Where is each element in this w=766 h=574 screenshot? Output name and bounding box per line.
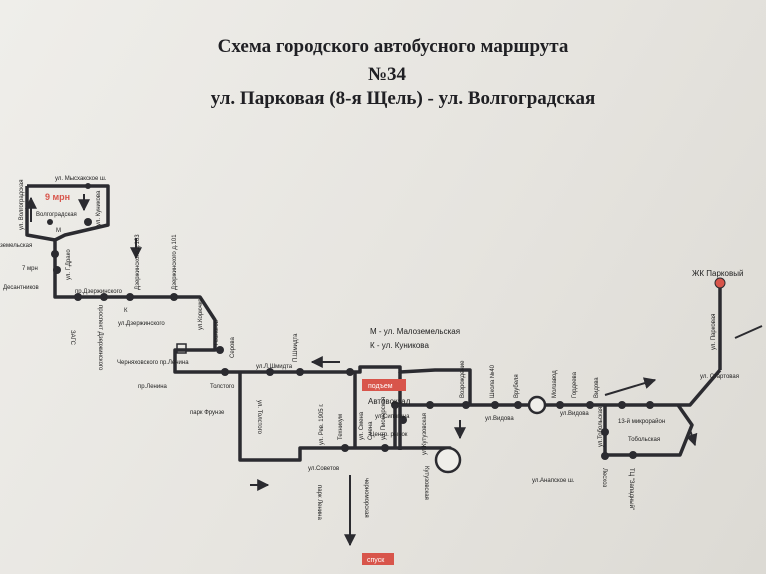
label-ul-tolstogo: ул. Толстого [256,400,262,435]
label-ul-sovetov: ул.Советов [308,466,339,472]
label-geolog: Геологов [214,320,220,345]
hub-circles [434,395,547,474]
label-7-mrn: 7 мрн [22,266,38,272]
label-cherny: Черняховского пр.Ленина [117,360,189,366]
label-pr-lenina: пр.Ленина [138,384,168,390]
direction-arrows [25,194,763,547]
label-ul-dzerzh: ул.Дзержинского [118,321,165,327]
label-k: К [124,308,128,314]
podem-box [362,379,406,391]
label-vidova: Видова [594,377,600,398]
label-zhk-parkovy: ЖК Парковый [692,269,743,278]
label-vozrozhdenie: Возрождение [460,360,466,398]
label-gordeeva: Гордеева [572,371,578,398]
map-title-line-1: Схема городского автобусного маршрута [217,36,569,57]
terminal-square [176,343,187,354]
label-smena: Смена [368,421,374,440]
stop-markers [47,183,654,460]
terminal-marker [714,277,726,289]
label-13-mkr: 13-й микрорайон [618,418,665,425]
label-tts-zapadny: ТЦ "Западный" [628,468,635,510]
legend-k: К - ул. Куникова [370,341,429,350]
podem-label: подъем [368,383,393,390]
label-mysxako: ул. Мысхакское ш. [55,176,107,182]
label-ul-anapskoe: ул.Анапское ш. [532,478,575,484]
label-9-mrn: 9 мрн [45,192,70,202]
label-tsentr-rynok: Центр. рынок [370,432,408,438]
label-gdrakon: ул. Г.Драко [66,249,72,280]
label-zemelskaya: земельская [0,243,32,249]
label-park-lenina: парк Ленина [316,485,322,520]
label-dzerzh-101: Дзержинского д.101 [172,234,178,290]
label-leskoz: Лесхоз [601,468,607,487]
label-rev-1905: ул. Рев. 1905 г. [319,403,325,445]
label-volgogradskaya-st: ул. Волгоградская [19,179,25,230]
label-vrubelya: Врубеля [514,374,520,398]
label-pr-dzerzh-1: пр.Дзержинского [75,289,123,295]
label-molzavod: Молзавод [552,370,558,398]
label-kutuzovskaya: Кутузовская [423,466,429,500]
label-prospekt-dzerzh: проспект Дзержинского [97,305,103,371]
label-zags: ЗАГС [69,330,75,346]
label-ul-sipyagina: ул.Сипягина [375,414,410,420]
label-ul-koryuchko: ул.Корючко [198,298,204,330]
label-avtovokzal: Автовокзал [368,397,411,406]
label-volgogradskaya: Волгоградская [36,212,77,218]
label-tehnikum: Техникум [338,414,344,440]
label-desantnikov: Десантников [3,285,39,291]
label-park-frunze: парк Фрунзе [190,410,225,416]
label-ul-parkovaya: ул. Парковая [711,314,717,350]
spusk-label: спуск [367,557,385,564]
label-chernomorskaya: черноморская [363,478,369,518]
label-ul-kutuzovskaya: ул.Кутузовская [422,413,428,455]
map-title-route-number: №34 [367,64,407,85]
label-kunikova: ул. Куникова [96,190,102,226]
label-ul-vidova-2: ул.Видова [560,411,589,417]
label-ul-vidova: ул.Видова [485,416,514,422]
label-shkola-40: Школа №40 [489,364,496,398]
label-serova: Серова [230,337,236,358]
label-ul-startovaya: ул. Стартовая [700,374,739,380]
label-tolstogo: Толстого [210,384,235,390]
label-ul-shmidta: ул.Л.Шмидта [256,364,293,370]
spusk-box [362,553,394,565]
label-ul-tobolskaya: ул.Тобольская [598,407,604,447]
label-m: М [56,228,61,234]
label-dzerzh-163: Дзержинского д.163 [135,234,141,290]
map-title-route-ends: ул. Парковая (8-я Щель) - ул. Волгоградс… [210,88,596,109]
label-p-shmidta: П.Шмидта [293,333,299,362]
label-ul-pionerskaya: ул. Пионерская [381,397,387,440]
label-tobolskaya: Тобольская [628,437,660,443]
label-ul-smena: ул. Смена [359,411,365,440]
legend-m: М - ул. Малоземельская [370,327,460,336]
